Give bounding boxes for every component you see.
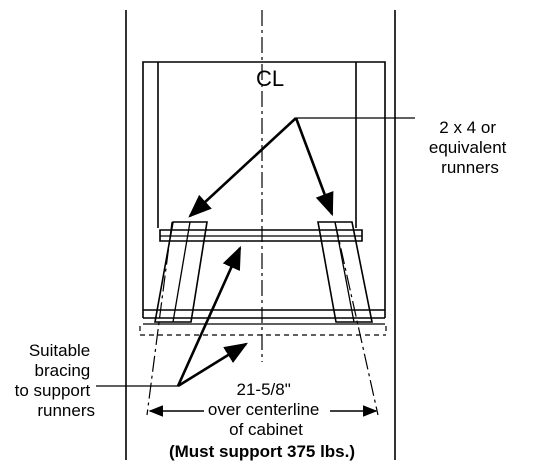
- bracing-leader: [96, 245, 248, 388]
- base-dashed-outline: [139, 326, 387, 336]
- dimension-extension-lines: [146, 221, 379, 416]
- runner-leader: [188, 117, 415, 218]
- load-note: (Must support 375 lbs.): [169, 442, 355, 461]
- runner-right: [317, 221, 373, 323]
- centerline-symbol: CL: [256, 66, 284, 91]
- cross-brace-board: [159, 229, 363, 242]
- bracing-label: Suitable bracing to support runners: [15, 341, 95, 420]
- runner-left: [154, 221, 208, 323]
- cabinet-outline: [142, 61, 386, 325]
- runner-label: 2 x 4 or equivalent runners: [429, 118, 511, 177]
- dimension-label: 21-5/8" over centerline of cabinet: [208, 380, 324, 439]
